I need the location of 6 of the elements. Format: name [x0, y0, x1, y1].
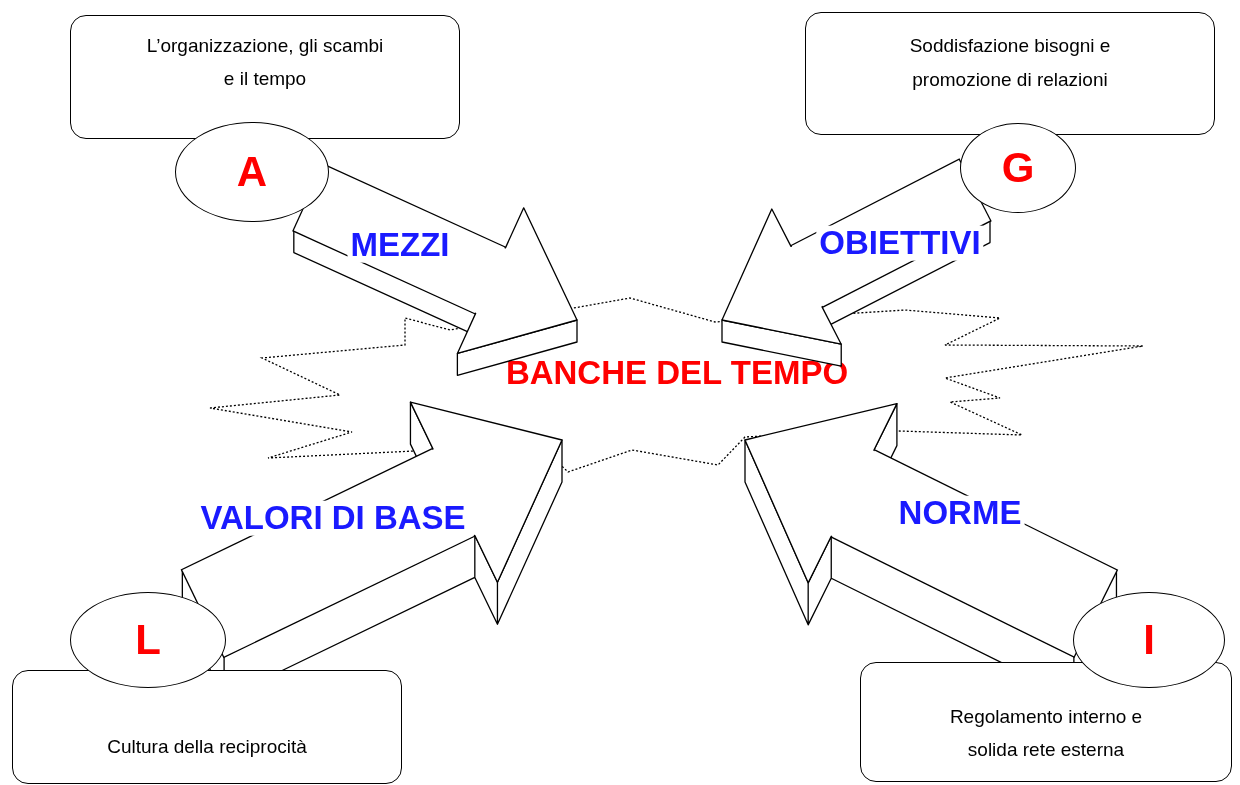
text-box: Soddisfazione bisogni e promozione di relazioni	[805, 12, 1215, 135]
edge-label: OBIETTIVI	[816, 225, 984, 261]
text-box: Regolamento interno e solida rete esterna	[860, 662, 1232, 782]
text-box: L’organizzazione, gli scambi e il tempo	[70, 15, 460, 139]
center-title: BANCHE DEL TEMPO	[505, 354, 849, 392]
text-box: Cultura della reciprocità	[12, 670, 402, 784]
